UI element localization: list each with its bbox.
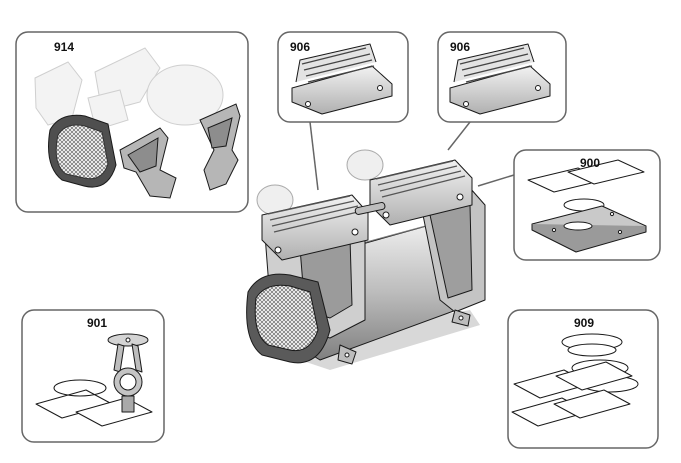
callout-label-901: 901 [87, 316, 107, 330]
callout-label-906-left: 906 [290, 40, 310, 54]
callout-label-900: 900 [580, 156, 600, 170]
panel-901-connecting-rod-kit [21, 309, 165, 443]
panel-914-fan-cover-kit [15, 31, 249, 213]
compressor-pump-assembly [246, 149, 486, 370]
panel-906-head-right [437, 31, 567, 123]
panel-909-gasket-kit [507, 309, 659, 449]
panel-906-head-left [277, 31, 409, 123]
panel-900-valve-plate-kit [513, 149, 661, 261]
callout-label-909: 909 [574, 316, 594, 330]
callout-label-906-right: 906 [450, 40, 470, 54]
leader-lines [309, 121, 515, 191]
callout-label-914: 914 [54, 40, 74, 54]
